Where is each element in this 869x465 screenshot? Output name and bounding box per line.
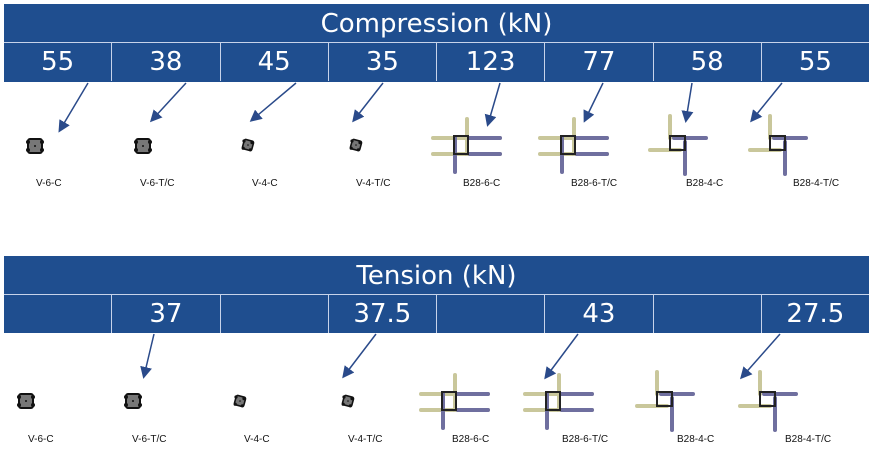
pile-icon — [133, 138, 153, 154]
specimen-label: V-4-C — [244, 434, 270, 445]
compression-title: Compression (kN) — [320, 9, 553, 39]
compression-value: 58 — [652, 43, 761, 81]
bracket-icon — [419, 373, 490, 430]
specimen-label: V-4-C — [252, 178, 278, 189]
pile-icon — [232, 394, 247, 409]
compression-values-row: 55 38 45 35 123 77 58 55 — [4, 42, 869, 81]
specimen-label: B28-4-T/C — [785, 434, 832, 445]
tension-title: Tension (kN) — [356, 261, 517, 291]
tension-value: 37 — [111, 295, 219, 333]
tension-value — [219, 295, 328, 333]
compression-value: 38 — [111, 43, 219, 81]
specimen-label: B28-6-C — [463, 178, 501, 189]
bracket-icon — [748, 114, 808, 176]
specimen-label: B28-4-T/C — [793, 178, 840, 189]
tension-value: 43 — [544, 295, 652, 333]
bracket-icon — [648, 114, 708, 176]
pile-icon — [348, 138, 363, 153]
specimen-label: V-6-C — [36, 178, 62, 189]
compression-value: 123 — [436, 43, 544, 81]
tension-value: 27.5 — [760, 295, 869, 333]
pile-icon — [340, 394, 355, 409]
specimen-label: B28-6-T/C — [562, 434, 609, 445]
pile-icon — [123, 393, 143, 409]
compression-value: 55 — [760, 43, 869, 81]
pile-icon — [25, 138, 45, 154]
bracket-icon — [538, 117, 609, 174]
tension-values-row: 37 37.5 43 27.5 — [4, 294, 869, 333]
pile-icon — [16, 393, 36, 409]
compression-value: 55 — [41, 47, 75, 77]
specimen-label: B28-6-T/C — [571, 178, 618, 189]
pile-icon — [240, 138, 255, 153]
bracket-icon — [738, 370, 798, 432]
compression-value: 77 — [544, 43, 652, 81]
bracket-icon — [431, 117, 502, 174]
tension-value: 37.5 — [327, 295, 436, 333]
tension-value — [652, 295, 761, 333]
bracket-icon — [523, 373, 594, 430]
specimen-label: V-6-T/C — [132, 434, 167, 445]
specimen-label: V-4-T/C — [356, 178, 391, 189]
compression-value: 45 — [219, 43, 328, 81]
specimen-label: B28-4-C — [686, 178, 724, 189]
bracket-icon — [635, 370, 695, 432]
tension-value — [436, 295, 544, 333]
specimen-label: V-6-T/C — [140, 178, 175, 189]
specimen-label: B28-6-C — [452, 434, 490, 445]
compression-value: 35 — [327, 43, 436, 81]
specimen-label: B28-4-C — [677, 434, 715, 445]
specimen-label: V-4-T/C — [348, 434, 383, 445]
specimen-label: V-6-C — [28, 434, 54, 445]
